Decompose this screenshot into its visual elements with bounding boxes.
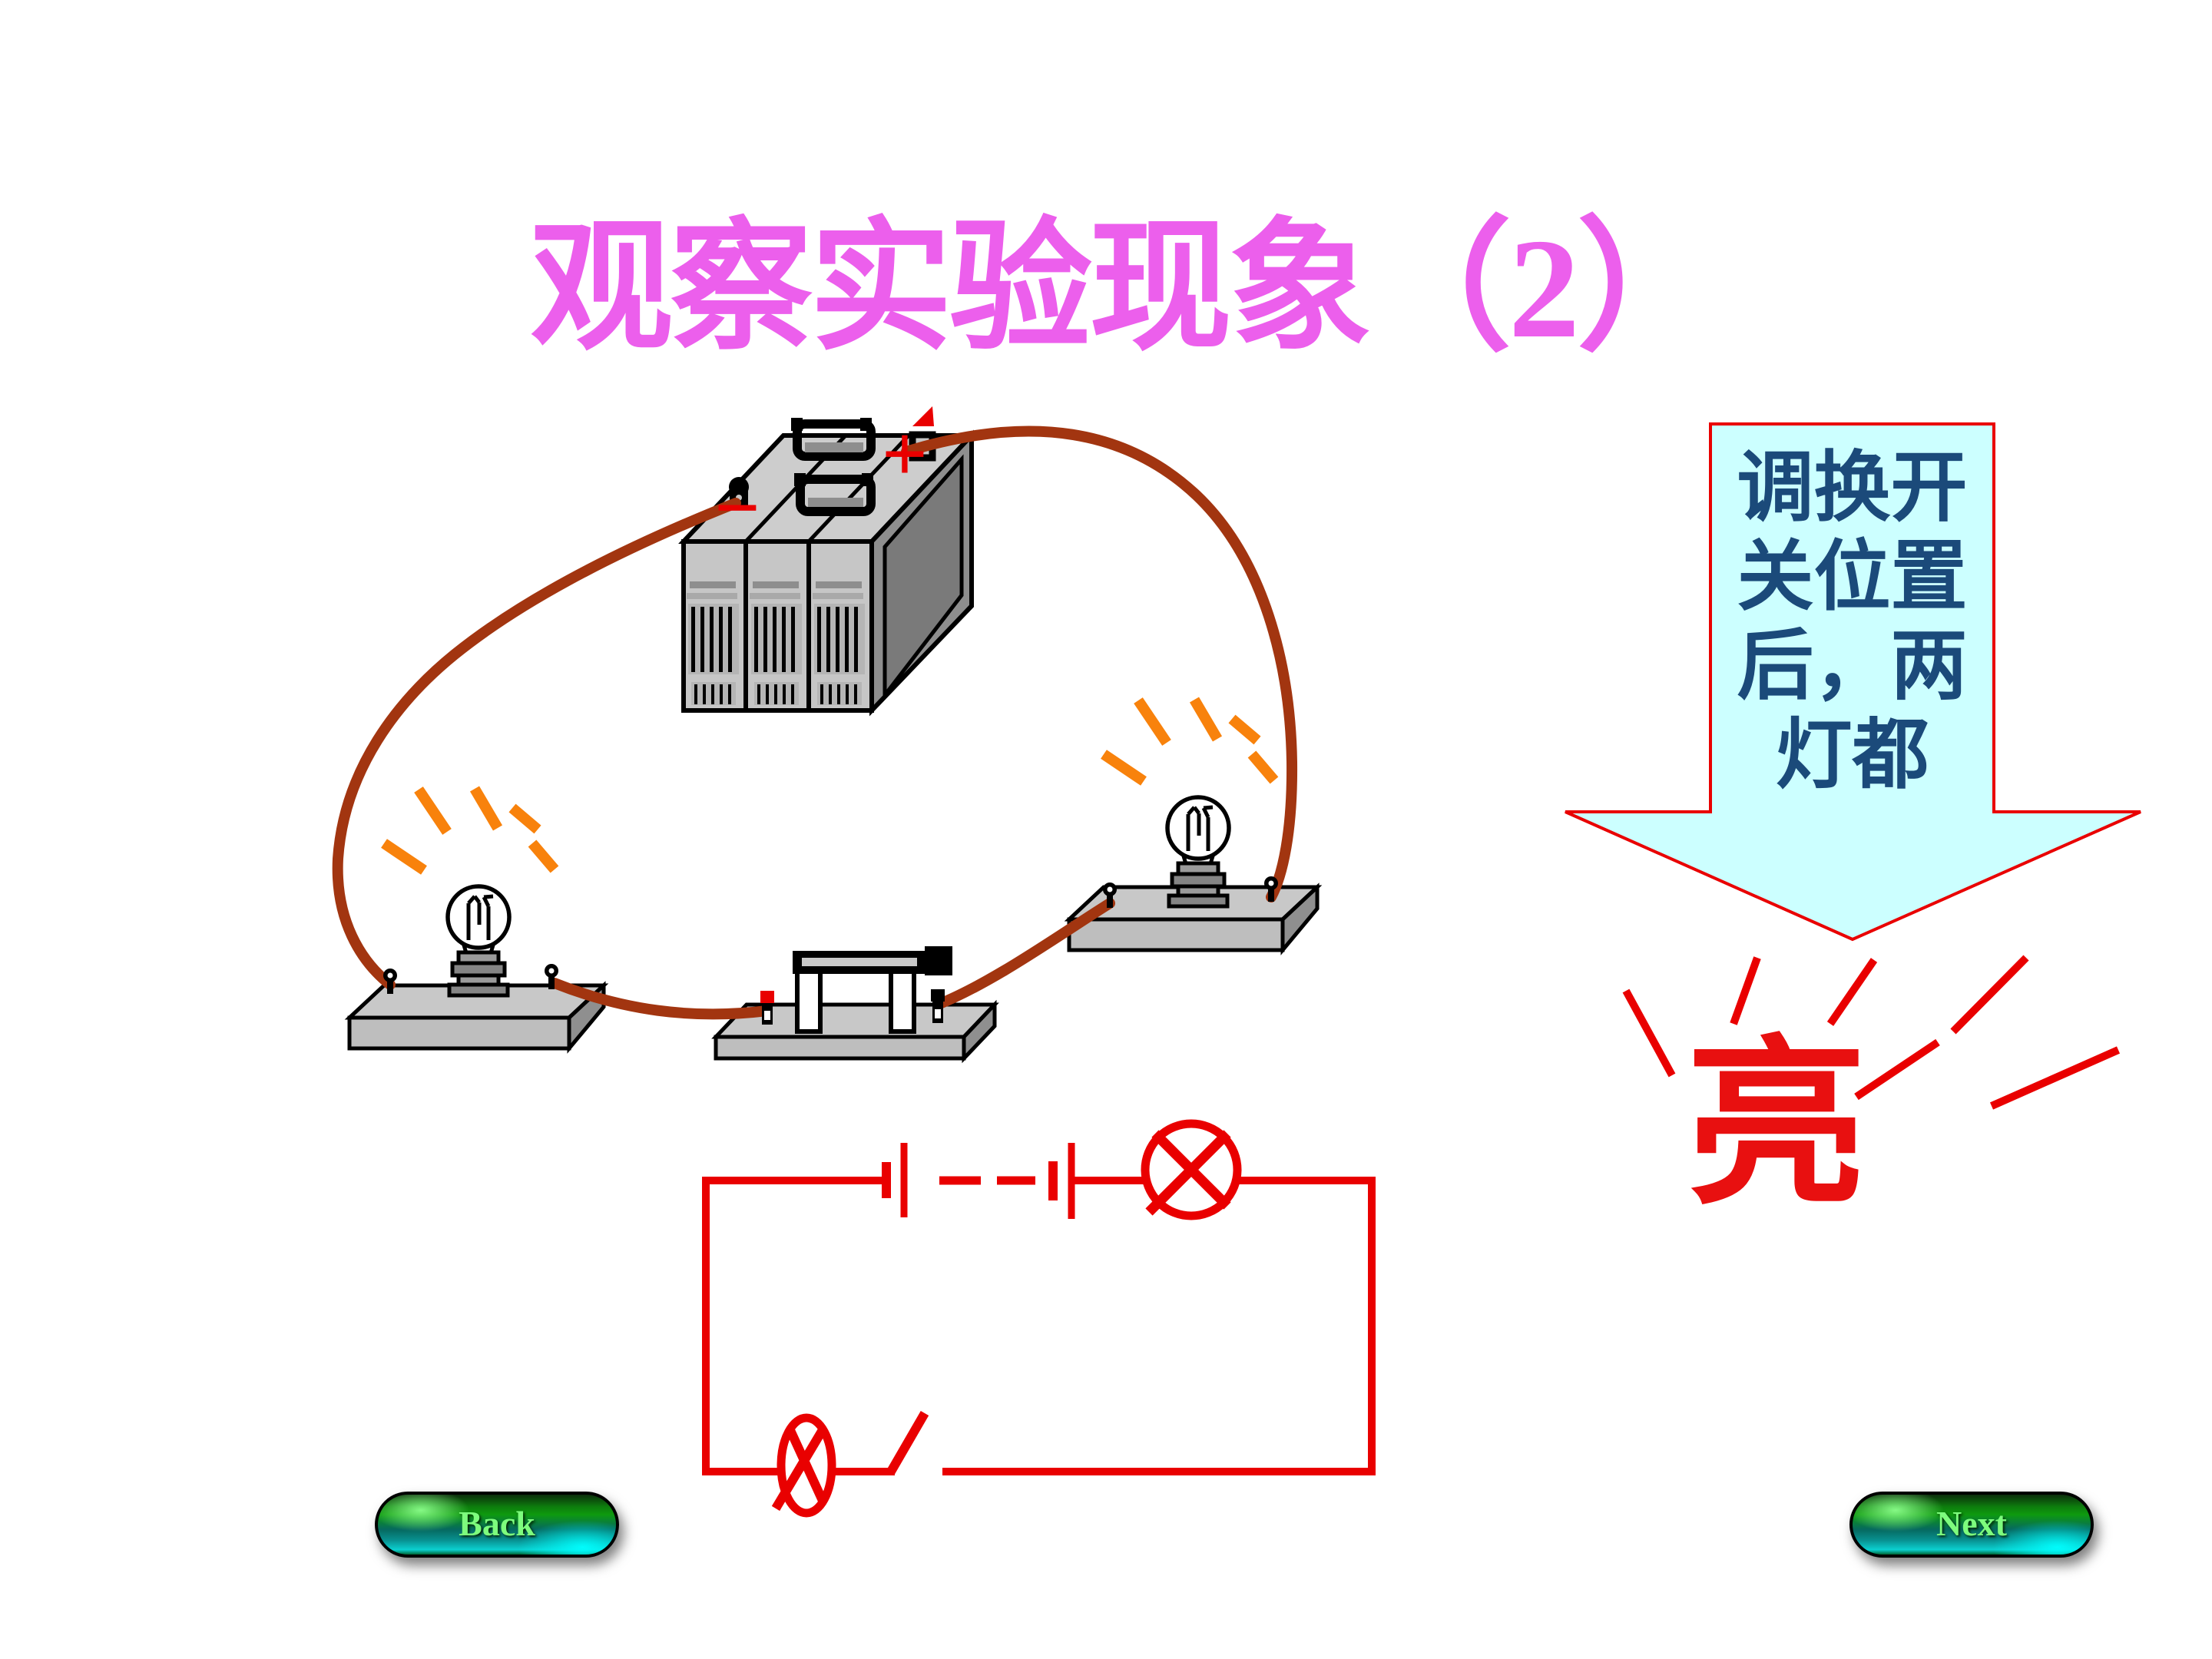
wire-battery-to-left-bulb [332,498,741,990]
wire-right-bulb-to-battery [901,426,1298,902]
result-rays [1622,955,2121,1110]
wire-switch-to-right-bulb [932,898,1115,1010]
battery-vents [687,581,865,705]
schematic-lamp-top [1141,1119,1242,1220]
result-char: 亮 [1686,1026,1867,1226]
schematic-switch-lever [886,1410,929,1475]
wires [332,426,1298,1020]
light-bulb-left [383,789,558,995]
battery-handle-front [794,473,876,516]
switch-base [711,999,999,1064]
battery-pack [678,406,977,717]
switch-terminal-right [931,989,945,1023]
callout-line: 后，两 [1737,624,1968,709]
light-bulb-right [1103,700,1278,908]
callout-line: 关位置 [1737,535,1968,620]
switch-terminal-left [760,991,774,1025]
down-arrow-callout [1565,422,2141,942]
battery-plus-label: + [882,409,928,498]
callout-text: 调换开 关位置 后，两 灯都 [1710,444,1994,800]
callout-line: 灯都 [1775,713,1929,798]
back-button[interactable]: Back [375,1492,619,1558]
knife-switch [760,946,952,1034]
next-button[interactable]: Next [1849,1492,2094,1558]
bulb-left-base [344,981,609,1054]
schematic-battery [882,1143,1075,1219]
circuit-schematic [702,1119,1376,1518]
schematic-wires [702,1177,1376,1475]
slide-title: 观察实验现象（2） [530,210,1720,368]
callout-line: 调换开 [1737,445,1968,531]
battery-handle-rear [791,418,876,461]
wire-left-bulb-to-switch [549,978,773,1020]
schematic-lamp-bottom [771,1413,836,1518]
battery-minus-label: − [714,462,760,552]
